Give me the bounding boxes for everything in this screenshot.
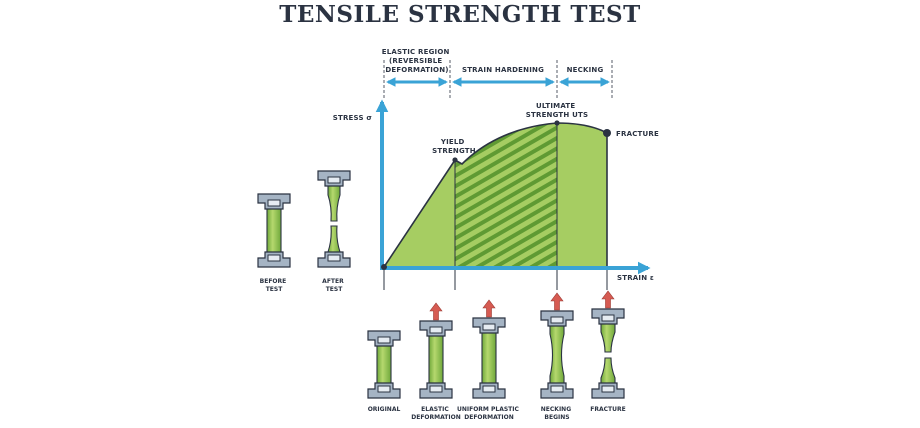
yield-strength-label: YIELD STRENGTH (432, 138, 476, 155)
after-test-label: AFTER TEST (322, 278, 346, 293)
stress-strain-curve (383, 122, 608, 268)
before-test-label: BEFORE TEST (260, 278, 289, 293)
stage-fracture-specimen (591, 290, 625, 399)
hardening-area (455, 123, 557, 267)
origin-point (381, 264, 387, 270)
stress-axis-label: STRESS σ (333, 114, 373, 122)
stage-fracture-label: FRACTURE (590, 406, 625, 413)
stage-original-specimen (367, 330, 401, 399)
elastic-region-label: ELASTIC REGION (REVERSIBLE DEFORMATION) (382, 48, 452, 74)
fracture-point (603, 129, 611, 137)
before-test-specimen (257, 193, 291, 268)
necking-area (557, 123, 607, 267)
strain-hardening-label: STRAIN HARDENING (462, 66, 544, 74)
stage-necking-specimen (540, 292, 574, 399)
stage-uniform-plastic-label: UNIFORM PLASTIC DEFORMATION (457, 406, 521, 421)
ultimate-strength-label: ULTIMATE STRENGTH UTS (526, 102, 588, 119)
uts-point (554, 120, 560, 126)
strain-axis-label: STRAIN ε (617, 274, 654, 282)
stage-elastic-specimen (419, 302, 453, 399)
stage-uniform-plastic-specimen (472, 299, 506, 399)
yield-point (452, 157, 458, 163)
fracture-label: FRACTURE (616, 130, 659, 138)
after-test-specimen (317, 170, 351, 268)
diagram-title: TENSILE STRENGTH TEST (279, 1, 641, 28)
stage-necking-label: NECKING BEGINS (541, 406, 573, 421)
stage-original-label: ORIGINAL (368, 406, 401, 413)
region-dividers (383, 60, 613, 98)
necking-label: NECKING (567, 66, 604, 74)
stage-elastic-label: ELASTIC DEFORMATION (411, 406, 461, 421)
